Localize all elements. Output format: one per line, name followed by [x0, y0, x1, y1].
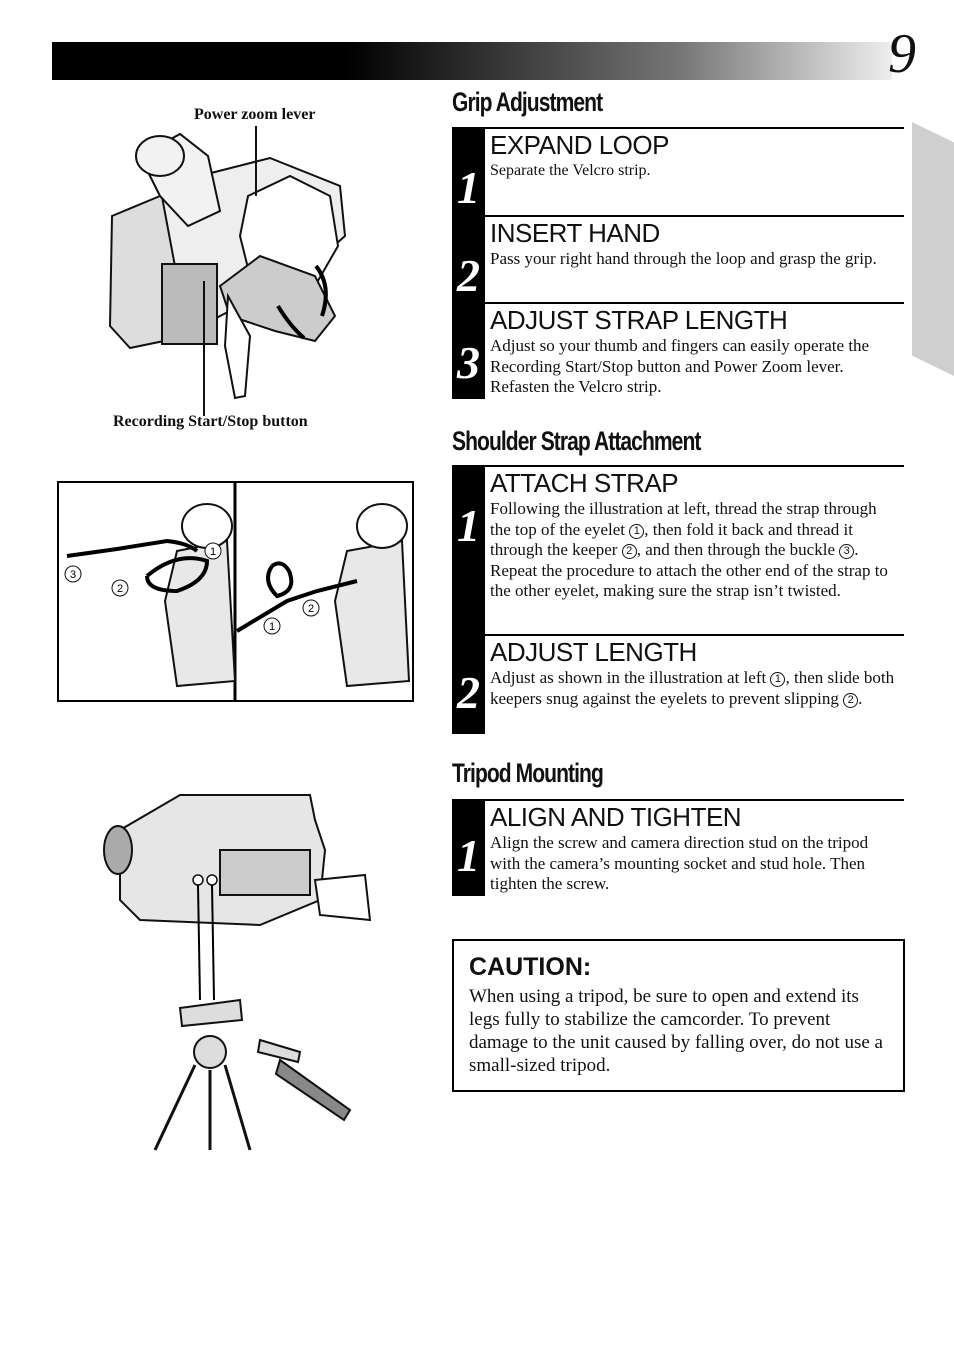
shoulder-step-2: 2 ADJUST LENGTH Adjust as shown in the i… — [452, 634, 904, 734]
strap-callout-1b: 1 — [269, 621, 275, 633]
callout-2: 2 — [621, 544, 637, 559]
step-body: Align the screw and camera direction stu… — [490, 833, 869, 893]
step-body: Pass your right hand through the loop an… — [490, 249, 877, 268]
shoulder-strap-title: Shoulder Strap Attachment — [452, 426, 701, 456]
strap-callout-1a: 1 — [210, 546, 216, 558]
step-body: Following the illustration at left, thre… — [490, 499, 888, 600]
step-body: Adjust as shown in the illustration at l… — [490, 668, 895, 708]
strap-illustration: 1 2 3 2 1 — [57, 481, 414, 702]
strap-callout-3: 3 — [70, 569, 76, 581]
record-button-label: Recording Start/Stop button — [113, 413, 308, 430]
tripod-illustration — [103, 794, 372, 1151]
grip-illustration — [108, 126, 347, 416]
callout-3: 3 — [839, 544, 855, 559]
caution-title: CAUTION: — [469, 953, 592, 981]
step-number-block: 3 — [452, 302, 485, 399]
callout-2: 2 — [843, 692, 859, 708]
tripod-step-1: 1 ALIGN AND TIGHTEN Align the screw and … — [452, 799, 904, 896]
step-title: ALIGN AND TIGHTEN — [490, 802, 742, 832]
step-body: Separate the Velcro strip. — [490, 162, 651, 179]
step-number-block: 1 — [452, 799, 485, 896]
grip-step-1: 1 EXPAND LOOP Separate the Velcro strip. — [452, 127, 904, 215]
step-number-block: 2 — [452, 215, 485, 302]
page-number: 9 — [888, 23, 916, 85]
step-body: Adjust so your thumb and fingers can eas… — [490, 336, 870, 396]
step-number-block: 2 — [452, 634, 485, 734]
step-title: INSERT HAND — [490, 218, 660, 248]
power-zoom-label: Power zoom lever — [194, 106, 316, 123]
grip-step-3: 3 ADJUST STRAP LENGTH Adjust so your thu… — [452, 302, 904, 399]
step-number-block: 1 — [452, 465, 485, 635]
header-gradient-bar — [52, 42, 892, 80]
strap-callout-2a: 2 — [117, 583, 123, 595]
tripod-mounting-title: Tripod Mounting — [452, 758, 604, 788]
step-title: ATTACH STRAP — [490, 468, 679, 498]
callout-1: 1 — [629, 523, 645, 539]
grip-adjustment-title: Grip Adjustment — [452, 87, 603, 117]
caution-body: When using a tripod, be sure to open and… — [469, 986, 883, 1076]
step-title: ADJUST LENGTH — [490, 637, 697, 667]
strap-callout-2b: 2 — [308, 603, 314, 615]
step-title: ADJUST STRAP LENGTH — [490, 305, 788, 335]
grip-step-2: 2 INSERT HAND Pass your right hand throu… — [452, 215, 904, 302]
step-title: EXPAND LOOP — [490, 130, 669, 160]
step-number-block: 1 — [452, 127, 485, 215]
side-tab — [912, 122, 954, 376]
callout-1: 1 — [770, 672, 786, 687]
shoulder-step-1: 1 ATTACH STRAP Following the illustratio… — [452, 465, 904, 635]
caution-box: CAUTION: When using a tripod, be sure to… — [452, 939, 905, 1092]
